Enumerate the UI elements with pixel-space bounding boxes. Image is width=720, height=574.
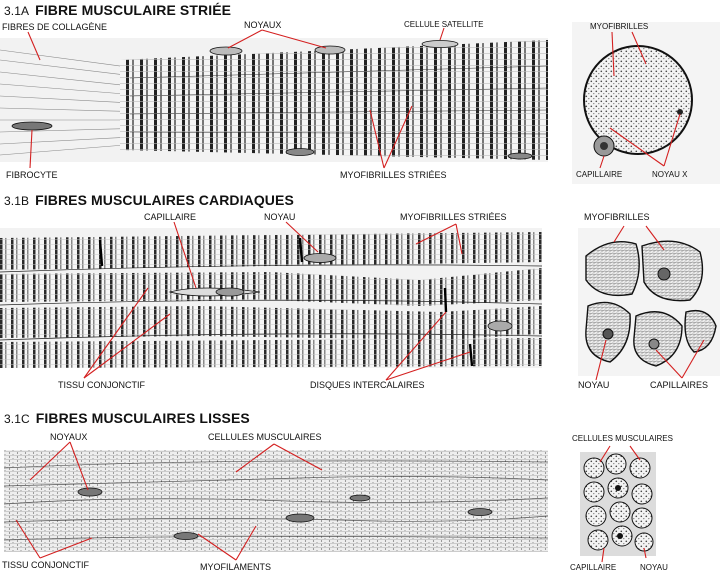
label-leader-lines xyxy=(15,27,705,563)
cardiac-fibers-longitudinal xyxy=(0,228,543,368)
section-title: FIBRE MUSCULAIRE STRIÉE xyxy=(35,2,232,18)
cardiac-fibers-cross-section xyxy=(578,228,720,376)
label-noyaux: NOYAUX xyxy=(244,20,282,30)
section-number: 3.1C xyxy=(4,412,30,426)
section-number: 3.1B xyxy=(4,194,30,208)
label-noyau: NOYAU xyxy=(264,212,296,222)
label-disques-intercalaires: DISQUES INTERCALAIRES xyxy=(310,380,425,390)
striated-fiber-cross-section xyxy=(572,22,720,184)
nucleus xyxy=(209,46,243,56)
label-cellules-musculaires: CELLULES MUSCULAIRES xyxy=(208,432,322,442)
fibrocyte xyxy=(11,121,53,131)
section-title: FIBRES MUSCULAIRES LISSES xyxy=(35,410,250,426)
section-title: FIBRES MUSCULAIRES CARDIAQUES xyxy=(35,192,294,208)
label-myofilaments: MYOFILAMENTS xyxy=(200,562,272,572)
section-number: 3.1A xyxy=(4,4,30,18)
label-cellules-musculaires: CELLULES MUSCULAIRES xyxy=(572,434,673,443)
striated-fiber-longitudinal xyxy=(0,38,549,162)
section-heading-b: 3.1B FIBRES MUSCULAIRES CARDIAQUES xyxy=(4,192,294,208)
label-capillaire: CAPILLAIRE xyxy=(576,170,623,179)
label-noyau: NOYAU xyxy=(640,563,668,572)
label-tissu-conjonctif: TISSU CONJONCTIF xyxy=(58,380,145,390)
section-heading-a: 3.1A FIBRE MUSCULAIRE STRIÉE xyxy=(4,2,231,18)
label-capillaire: CAPILLAIRE xyxy=(570,563,617,572)
label-myofibrilles: MYOFIBRILLES xyxy=(584,212,650,222)
section-heading-c: 3.1C FIBRES MUSCULAIRES LISSES xyxy=(4,410,250,426)
nucleus xyxy=(314,45,346,55)
label-cellule-satellite: CELLULE SATELLITE xyxy=(404,20,484,29)
satellite-cell xyxy=(421,40,459,48)
label-tissu-conjonctif: TISSU CONJONCTIF xyxy=(2,560,89,570)
label-capillaire: CAPILLAIRE xyxy=(144,212,197,222)
label-noyau: NOYAU xyxy=(578,380,610,390)
label-fibrocyte: FIBROCYTE xyxy=(6,170,58,180)
label-capillaires: CAPILLAIRES xyxy=(650,380,709,390)
label-noyau-x: NOYAU X xyxy=(652,170,688,179)
label-myofibrilles-striees: MYOFIBRILLES STRIÉES xyxy=(400,212,507,222)
smooth-fibers-cross-section xyxy=(580,452,656,556)
label-myofibrilles: MYOFIBRILLES xyxy=(590,22,649,31)
label-fibres-collagene: FIBRES DE COLLAGÈNE xyxy=(2,22,108,32)
smooth-fibers-longitudinal xyxy=(3,450,549,552)
label-noyaux: NOYAUX xyxy=(50,432,88,442)
label-myofibrilles-striees: MYOFIBRILLES STRIÉES xyxy=(340,170,447,180)
